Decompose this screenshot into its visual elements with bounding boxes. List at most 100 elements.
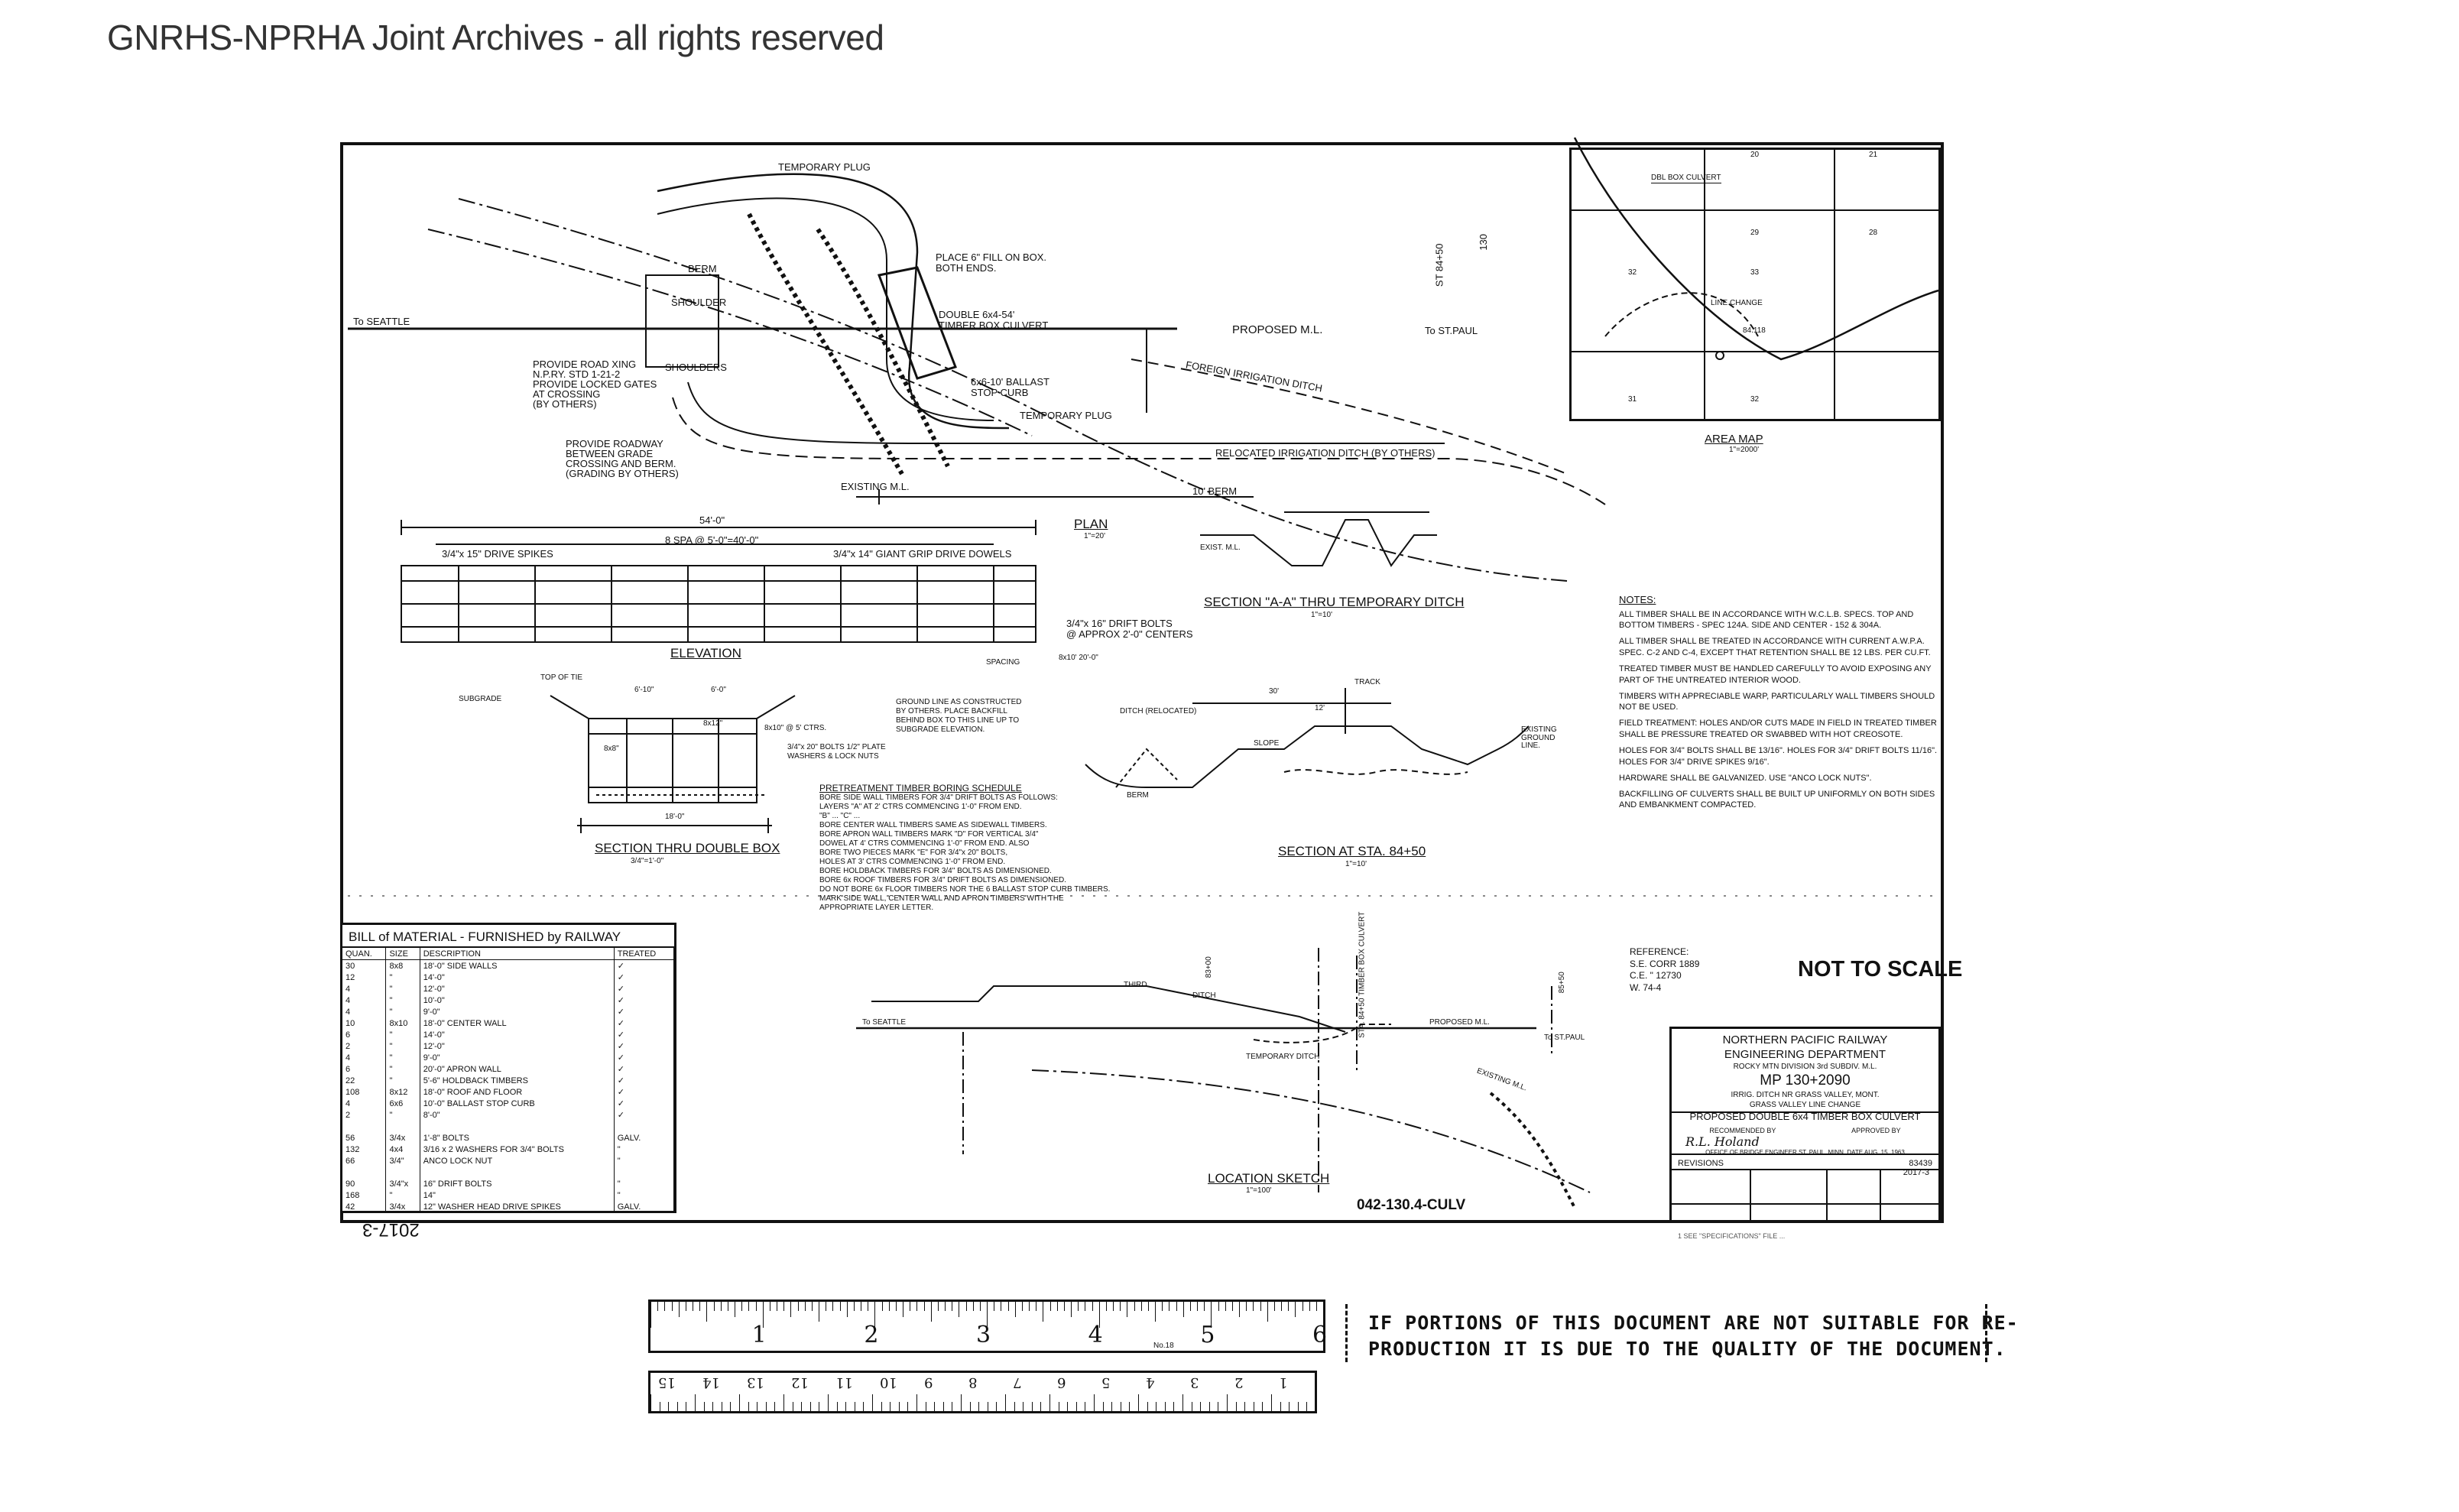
drift-centers-label: @ APPROX 2'-0" CENTERS	[1066, 628, 1193, 640]
bom-cell: 6	[342, 1029, 387, 1040]
bom-cell: 9'-0"	[420, 1006, 615, 1017]
ruler-tick	[965, 1302, 967, 1311]
ruler-inch-number: 3	[976, 1322, 991, 1348]
elevation-spacing-dim: 8 SPA @ 5'-0"=40'-0"	[665, 534, 759, 546]
notes-title: NOTES:	[1619, 594, 1656, 605]
bom-col-treated: TREATED	[614, 948, 675, 960]
reference-line-1: S.E. CORR 1889	[1630, 958, 1700, 969]
bom-cell: 3/16 x 2 WASHERS FOR 3/4" BOLTS	[420, 1144, 615, 1155]
both-ends-label: BOTH ENDS.	[936, 262, 997, 274]
ruler-tick	[1182, 1394, 1183, 1411]
to-seattle-label: To SEATTLE	[353, 316, 410, 327]
ruler-cm-number: 9	[924, 1374, 933, 1390]
proposed-ml-label: PROPOSED M.L.	[1232, 323, 1323, 336]
culvert-curve	[657, 173, 1010, 430]
ruler-tick	[1129, 1402, 1131, 1411]
crossing-berm-label: CROSSING AND BERM.	[566, 458, 676, 469]
title-block: NORTHERN PACIFIC RAILWAY ENGINEERING DEP…	[1669, 1027, 1941, 1223]
irrigation-ditch	[1131, 359, 1568, 475]
section-sta-title: SECTION AT STA. 84+50	[1278, 844, 1426, 858]
ruler-tick	[1155, 1302, 1156, 1322]
section-aa-profile	[1200, 519, 1437, 567]
note-item: BACKFILLING OF CULVERTS SHALL BE BUILT U…	[1619, 789, 1935, 810]
station-label: ST 84+50	[1433, 243, 1445, 287]
tb-office: OFFICE OF BRIDGE ENGINEER ST. PAUL, MINN…	[1705, 1149, 1905, 1156]
bom-cell: ✓	[614, 972, 675, 983]
ruler-tick	[676, 1402, 678, 1411]
spacing-label: SPACING	[986, 658, 1020, 667]
note-item: ALL TIMBER SHALL BE TREATED IN ACCORDANC…	[1619, 637, 1931, 658]
disclaimer: IF PORTIONS OF THIS DOCUMENT ARE NOT SUI…	[1345, 1304, 2018, 1365]
section-aa-exist-ml: EXIST. M.L.	[1200, 543, 1241, 552]
ruler-tick	[987, 1302, 988, 1328]
dim-810: 8x10" @ 5' CTRS.	[764, 724, 827, 732]
bom-cell	[385, 1166, 420, 1178]
ruler-tick	[1071, 1302, 1072, 1317]
ruler-tick	[881, 1302, 883, 1311]
area-map-sections	[1572, 150, 1938, 419]
ruler-tick	[916, 1302, 918, 1311]
bom-cell: ✓	[614, 959, 675, 972]
ruler-tick	[695, 1394, 696, 1411]
not-to-scale: NOT TO SCALE	[1798, 957, 1963, 982]
area-map-num-1: 21	[1869, 151, 1878, 159]
dim-30-label: 30'	[1269, 687, 1280, 696]
ruler-tick	[1323, 1302, 1324, 1328]
boring-title: PRETREATMENT TIMBER BORING SCHEDULE	[819, 783, 1022, 793]
tb-recommended: RECOMMENDED BY	[1709, 1127, 1776, 1134]
location-existing-ml	[1031, 1069, 1591, 1193]
bom-cell: GALV.	[614, 1201, 675, 1212]
bom-cell: 9'-0"	[420, 1052, 615, 1063]
ruler-tick	[1029, 1302, 1030, 1311]
subgrade-elev-label: SUBGRADE ELEVATION.	[896, 725, 985, 734]
berm-10-label: 10' BERM	[1192, 485, 1238, 497]
loc-sta-8300: 83+00	[1204, 956, 1213, 978]
bom-cell: 10'-0"	[420, 994, 615, 1006]
ruler-tick	[1246, 1302, 1247, 1311]
bom-row: 4"9'-0"✓	[342, 1006, 675, 1017]
ruler-tick	[1288, 1302, 1290, 1311]
ruler-tick	[1227, 1394, 1228, 1411]
loc-sta-8550: 85+50	[1557, 972, 1566, 994]
note-item: FIELD TREATMENT: HOLES AND/OR CUTS MADE …	[1619, 719, 1937, 740]
tb-bottom-row: REVISIONS 83439	[1672, 1156, 1938, 1168]
section-aa-scale: 1"=10'	[1311, 611, 1332, 619]
ruler-tick	[720, 1302, 722, 1311]
giant-grip-label: 3/4"x 14" GIANT GRIP DRIVE DOWELS	[833, 548, 1012, 560]
provide-roadway-label: PROVIDE ROADWAY	[566, 438, 663, 449]
bom-cell: 10	[342, 1017, 387, 1029]
footer-note: 1 SEE "SPECIFICATIONS" FILE ...	[1678, 1232, 1786, 1240]
tb-revisions: REVISIONS	[1678, 1159, 1724, 1168]
area-map-num-8: 84.118	[1743, 326, 1766, 335]
ruler-tick	[888, 1302, 890, 1311]
bom-row: 12"14'-0"✓	[342, 972, 675, 983]
ruler-tick	[1225, 1302, 1226, 1311]
reference-title: REFERENCE:	[1630, 946, 1689, 957]
bom-cell: 30	[342, 959, 387, 972]
bom-cell: 8'-0"	[420, 1109, 615, 1121]
drawing-number: 042-130.4-CULV	[1357, 1197, 1466, 1213]
area-map-line-change: LINE CHANGE	[1711, 299, 1763, 307]
ruler-tick	[1098, 1302, 1100, 1328]
ruler-tick	[797, 1302, 799, 1311]
ruler-tick	[1189, 1302, 1191, 1311]
ballast-stop-label: 6x6-10' BALLAST	[971, 376, 1049, 388]
ruler-inch-number: 4	[1088, 1322, 1103, 1348]
bom-row: 2"12'-0"✓	[342, 1040, 675, 1052]
ruler-cm-number: 12	[791, 1374, 809, 1390]
to-st-paul-label: To ST.PAUL	[1425, 325, 1478, 336]
ruler-tick	[1260, 1302, 1261, 1311]
tb-mp: MP 130+2090	[1760, 1072, 1851, 1089]
loc-temp-ditch-label: TEMPORARY DITCH	[1246, 1053, 1320, 1061]
ruler-tick	[1105, 1302, 1107, 1311]
ruler-tick	[703, 1402, 705, 1411]
bom-cell: 14'-0"	[420, 1029, 615, 1040]
area-map-num-2: 29	[1750, 229, 1760, 237]
area-map-title: AREA MAP	[1705, 433, 1763, 446]
ruler-cm-number: 3	[1190, 1374, 1199, 1390]
ruler-tick	[1262, 1402, 1264, 1411]
box-culvert-label: DOUBLE 6x4-54'	[939, 309, 1015, 320]
bom-cell: ✓	[614, 1086, 675, 1098]
